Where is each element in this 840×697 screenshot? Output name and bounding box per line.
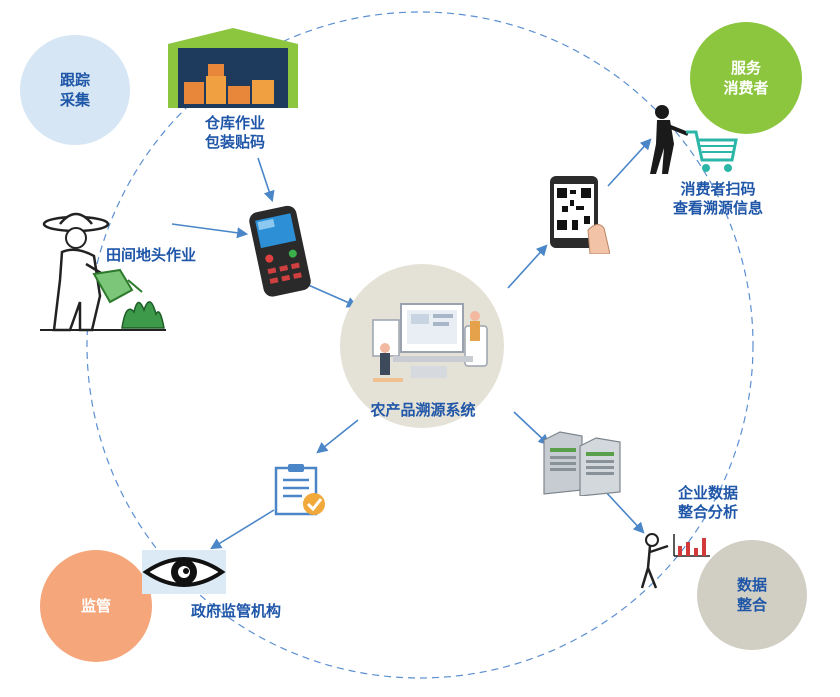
enterprise-label: 企业数据 整合分析 [658, 484, 758, 522]
track-circle-line2: 采集 [59, 91, 90, 109]
data-integrate-circle: 数据 整合 [697, 540, 807, 650]
warehouse-icon [168, 28, 298, 108]
enterprise-line2: 整合分析 [677, 503, 738, 521]
track-circle-line1: 跟踪 [59, 71, 90, 89]
system-screens-icon [372, 303, 488, 382]
consumer-label: 消费者扫码 查看溯源信息 [658, 180, 778, 218]
handheld-terminal-icon [249, 205, 311, 297]
supervise-circle: 监管 [40, 550, 152, 662]
arrow-system-to-servers [513, 411, 550, 446]
track-collect-circle: 跟踪 采集 [20, 35, 130, 145]
consumer-line1: 消费者扫码 [680, 180, 756, 198]
system-label: 农产品溯源系统 [370, 401, 476, 419]
warehouse-line2: 包装贴码 [204, 133, 265, 151]
shopping-cart-icon [650, 105, 738, 174]
integrate-circle-line1: 数据 [736, 576, 767, 594]
server-icon [543, 431, 621, 496]
warehouse-line1: 仓库作业 [204, 114, 265, 132]
field-label: 田间地头作业 [106, 246, 197, 264]
eye-icon [142, 550, 226, 594]
qr-phone-icon [550, 176, 610, 254]
arrow-warehouse-to-terminal [257, 157, 275, 203]
arrow-report-to-eye [210, 509, 275, 550]
serve-consumer-circle: 服务 消费者 [690, 22, 802, 134]
arrow-phone-to-consumer [607, 138, 652, 187]
integrate-circle-line2: 整合 [736, 596, 767, 614]
arrow-terminal-to-system [305, 283, 359, 308]
report-check-icon [274, 464, 325, 516]
serve-circle-line2: 消费者 [723, 79, 769, 97]
enterprise-line1: 企业数据 [677, 484, 738, 502]
farmer-watering-icon [40, 212, 166, 332]
arrow-system-to-phone [507, 244, 548, 289]
arrow-system-to-report [316, 419, 359, 454]
analyst-chart-icon [640, 533, 710, 589]
arrow-servers-to-analyst [603, 489, 645, 534]
arrow-field-to-terminal [171, 223, 249, 239]
government-label: 政府监管机构 [190, 602, 281, 620]
serve-circle-line1: 服务 [730, 59, 761, 77]
supervise-circle-line1: 监管 [80, 597, 111, 615]
consumer-line2: 查看溯源信息 [672, 199, 763, 217]
dashed-ring [86, 11, 754, 679]
warehouse-label: 仓库作业 包装贴码 [180, 114, 290, 152]
